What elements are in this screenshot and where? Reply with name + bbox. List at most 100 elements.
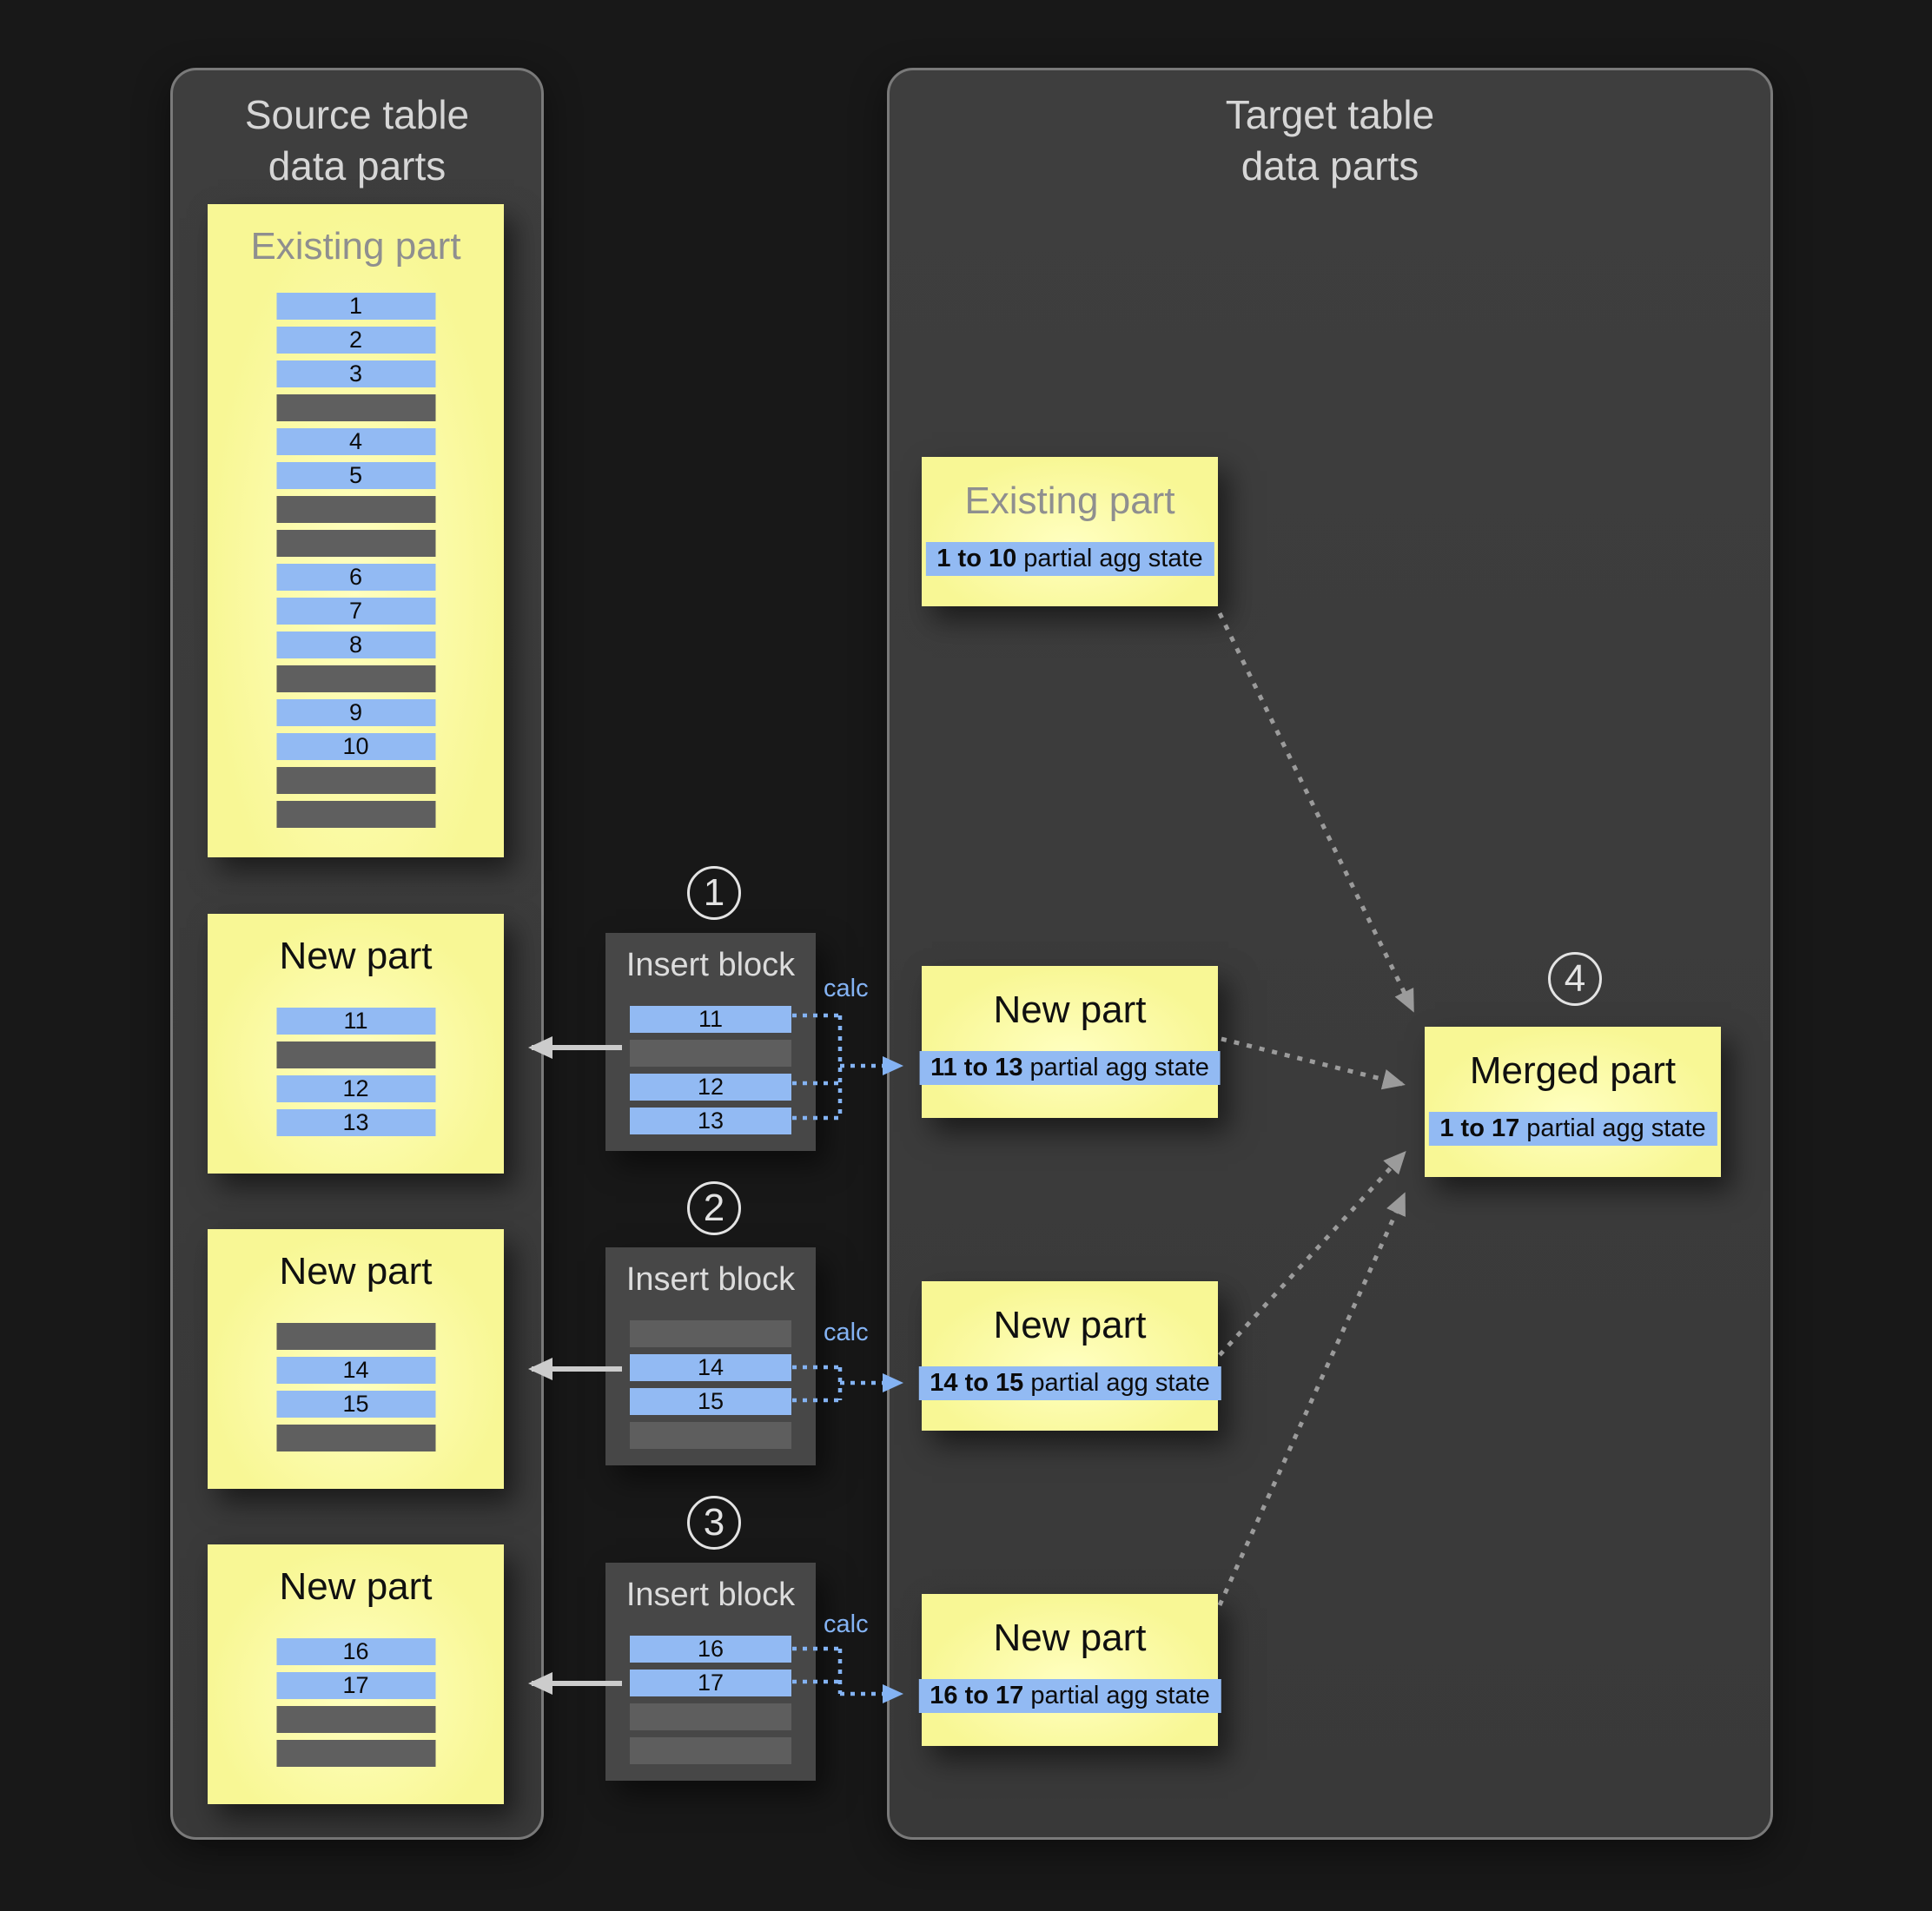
data-row: 11 <box>276 1008 435 1035</box>
merged-part-title: Merged part <box>1469 1049 1677 1092</box>
data-row: 15 <box>276 1391 435 1418</box>
merged-part-agg-state: 1 to 17 partial agg state <box>1428 1112 1717 1146</box>
data-row: 8 <box>276 631 435 658</box>
step-3-badge: 3 <box>687 1496 741 1550</box>
target-new-part-2-title: New part <box>993 1304 1147 1346</box>
source-existing-part-title: Existing part <box>250 225 461 268</box>
insert-block-1: Insert block 11 12 13 <box>605 933 816 1151</box>
data-row: 9 <box>276 699 435 726</box>
data-row: 1 <box>276 293 435 320</box>
target-table-panel: Target table data parts <box>887 68 1773 1840</box>
data-row: 16 <box>630 1636 791 1663</box>
empty-row <box>276 801 435 828</box>
agg-range: 1 to 10 <box>936 545 1017 572</box>
agg-label: partial agg state <box>1023 1369 1210 1397</box>
target-panel-title-line2: data parts <box>1241 142 1419 188</box>
source-new-part-3-title: New part <box>279 1565 433 1608</box>
step-1-badge: 1 <box>687 866 741 920</box>
insert-block-1-rows: 11 12 13 <box>630 1006 791 1141</box>
data-row: 12 <box>276 1075 435 1102</box>
source-panel-title: Source table data parts <box>173 89 541 192</box>
target-panel-title-line1: Target table <box>1225 92 1435 137</box>
empty-row <box>276 394 435 421</box>
calc-label-2: calc <box>824 1319 869 1346</box>
target-new-part-3-title: New part <box>993 1617 1147 1659</box>
agg-range: 14 to 15 <box>930 1369 1024 1397</box>
insert-block-2-title: Insert block <box>625 1261 796 1298</box>
target-new-part-1: New part 11 to 13 partial agg state <box>919 966 1221 1118</box>
data-row: 13 <box>276 1109 435 1136</box>
agg-label: partial agg state <box>1023 1682 1210 1709</box>
agg-range: 16 to 17 <box>930 1682 1024 1709</box>
empty-row <box>276 530 435 557</box>
source-new-part-1-rows: 11 12 13 <box>276 1008 435 1143</box>
source-new-part-2-title: New part <box>279 1250 433 1293</box>
data-row: 14 <box>630 1354 791 1381</box>
source-panel-title-line2: data parts <box>268 142 447 188</box>
agg-range: 1 to 17 <box>1439 1114 1520 1142</box>
step-4-badge: 4 <box>1548 952 1602 1006</box>
target-new-part-2-agg-state: 14 to 15 partial agg state <box>918 1366 1221 1400</box>
step-2-badge: 2 <box>687 1181 741 1235</box>
merged-part: Merged part 1 to 17 partial agg state <box>1425 1027 1721 1177</box>
insert-block-1-title: Insert block <box>625 947 796 983</box>
insert-block-3-title: Insert block <box>625 1577 796 1613</box>
empty-row <box>276 1740 435 1767</box>
calc-label-1: calc <box>824 975 869 1002</box>
data-row: 3 <box>276 360 435 387</box>
data-row: 2 <box>276 327 435 354</box>
target-new-part-2: New part 14 to 15 partial agg state <box>918 1281 1221 1431</box>
empty-row <box>276 665 435 692</box>
empty-row <box>630 1040 791 1067</box>
target-existing-part-title: Existing part <box>964 479 1175 522</box>
target-panel-title: Target table data parts <box>890 89 1770 192</box>
empty-row <box>276 1323 435 1350</box>
source-existing-part-rows: 1 2 3 4 5 6 7 8 9 10 <box>276 293 435 835</box>
empty-row <box>276 1425 435 1451</box>
data-row: 7 <box>276 598 435 625</box>
data-row: 16 <box>276 1638 435 1665</box>
source-panel-title-line1: Source table <box>244 92 470 137</box>
target-existing-part: Existing part 1 to 10 partial agg state <box>922 457 1218 606</box>
target-new-part-1-title: New part <box>993 989 1147 1031</box>
agg-range: 11 to 13 <box>930 1054 1023 1081</box>
data-row: 17 <box>630 1670 791 1696</box>
data-row: 12 <box>630 1074 791 1101</box>
data-row: 5 <box>276 462 435 489</box>
empty-row <box>276 767 435 794</box>
data-row: 13 <box>630 1108 791 1134</box>
empty-row <box>630 1422 791 1449</box>
target-existing-agg-state: 1 to 10 partial agg state <box>925 542 1214 576</box>
source-new-part-1: New part 11 12 13 <box>208 914 504 1174</box>
empty-row <box>630 1703 791 1730</box>
data-row: 6 <box>276 564 435 591</box>
empty-row <box>630 1320 791 1347</box>
data-row: 15 <box>630 1388 791 1415</box>
empty-row <box>630 1737 791 1764</box>
calc-label-3: calc <box>824 1610 869 1638</box>
data-row: 10 <box>276 733 435 760</box>
empty-row <box>276 1041 435 1068</box>
target-new-part-3: New part 16 to 17 partial agg state <box>918 1594 1221 1746</box>
agg-label: partial agg state <box>1519 1114 1706 1142</box>
target-new-part-3-agg-state: 16 to 17 partial agg state <box>918 1679 1221 1713</box>
data-row: 17 <box>276 1672 435 1699</box>
agg-label: partial agg state <box>1022 1054 1209 1081</box>
empty-row <box>276 496 435 523</box>
target-new-part-1-agg-state: 11 to 13 partial agg state <box>919 1051 1221 1085</box>
data-row: 14 <box>276 1357 435 1384</box>
data-row: 11 <box>630 1006 791 1033</box>
source-new-part-1-title: New part <box>279 935 433 977</box>
data-row: 4 <box>276 428 435 455</box>
source-existing-part: Existing part 1 2 3 4 5 6 7 8 9 10 <box>208 204 504 857</box>
empty-row <box>276 1706 435 1733</box>
